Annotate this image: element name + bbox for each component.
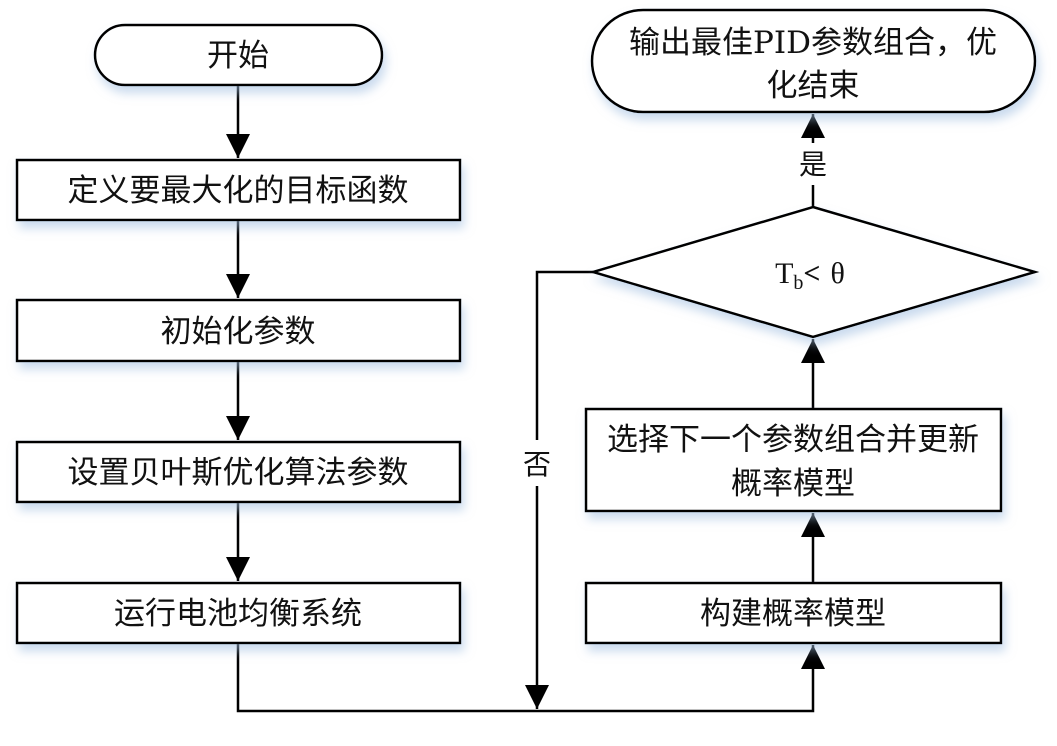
node-set-bo-params-text: 设置贝叶斯优化算法参数 [68, 455, 409, 491]
node-select-update: 选择下一个参数组合并更新 概率模型 [584, 407, 1003, 513]
node-init-params: 初始化参数 [15, 298, 462, 363]
node-start-text: 开始 [207, 38, 269, 74]
condition-rhs: θ [831, 257, 845, 290]
node-end-line1: 输出最佳PID参数组合，优 [629, 25, 997, 61]
node-define-objective: 定义要最大化的目标函数 [15, 158, 462, 222]
node-build-model-text: 构建概率模型 [700, 596, 886, 632]
node-define-objective-text: 定义要最大化的目标函数 [68, 173, 409, 209]
node-select-update-line2: 概率模型 [731, 466, 855, 502]
edge-run-build [236, 643, 825, 713]
condition-op: < [803, 257, 820, 290]
node-run-system: 运行电池均衡系统 [15, 581, 462, 645]
node-build-model: 构建概率模型 [584, 581, 1003, 645]
decision-condition: Tb< θ [775, 257, 845, 294]
node-run-system-text: 运行电池均衡系统 [114, 596, 362, 632]
edge-label-no: 否 [523, 448, 551, 481]
node-decision: Tb< θ [588, 205, 1040, 339]
node-start: 开始 [93, 23, 384, 87]
node-end-line2: 化结束 [767, 68, 860, 104]
node-select-update-line1: 选择下一个参数组合并更新 [607, 422, 979, 458]
node-set-bo-params: 设置贝叶斯优化算法参数 [15, 440, 462, 504]
edge-label-yes: 是 [799, 148, 827, 181]
node-end: 输出最佳PID参数组合，优 化结束 [590, 8, 1037, 114]
edge-decision-no-a [535, 270, 593, 440]
node-init-params-text: 初始化参数 [161, 314, 316, 350]
condition-sub: b [793, 272, 803, 294]
condition-var: T [775, 257, 793, 290]
